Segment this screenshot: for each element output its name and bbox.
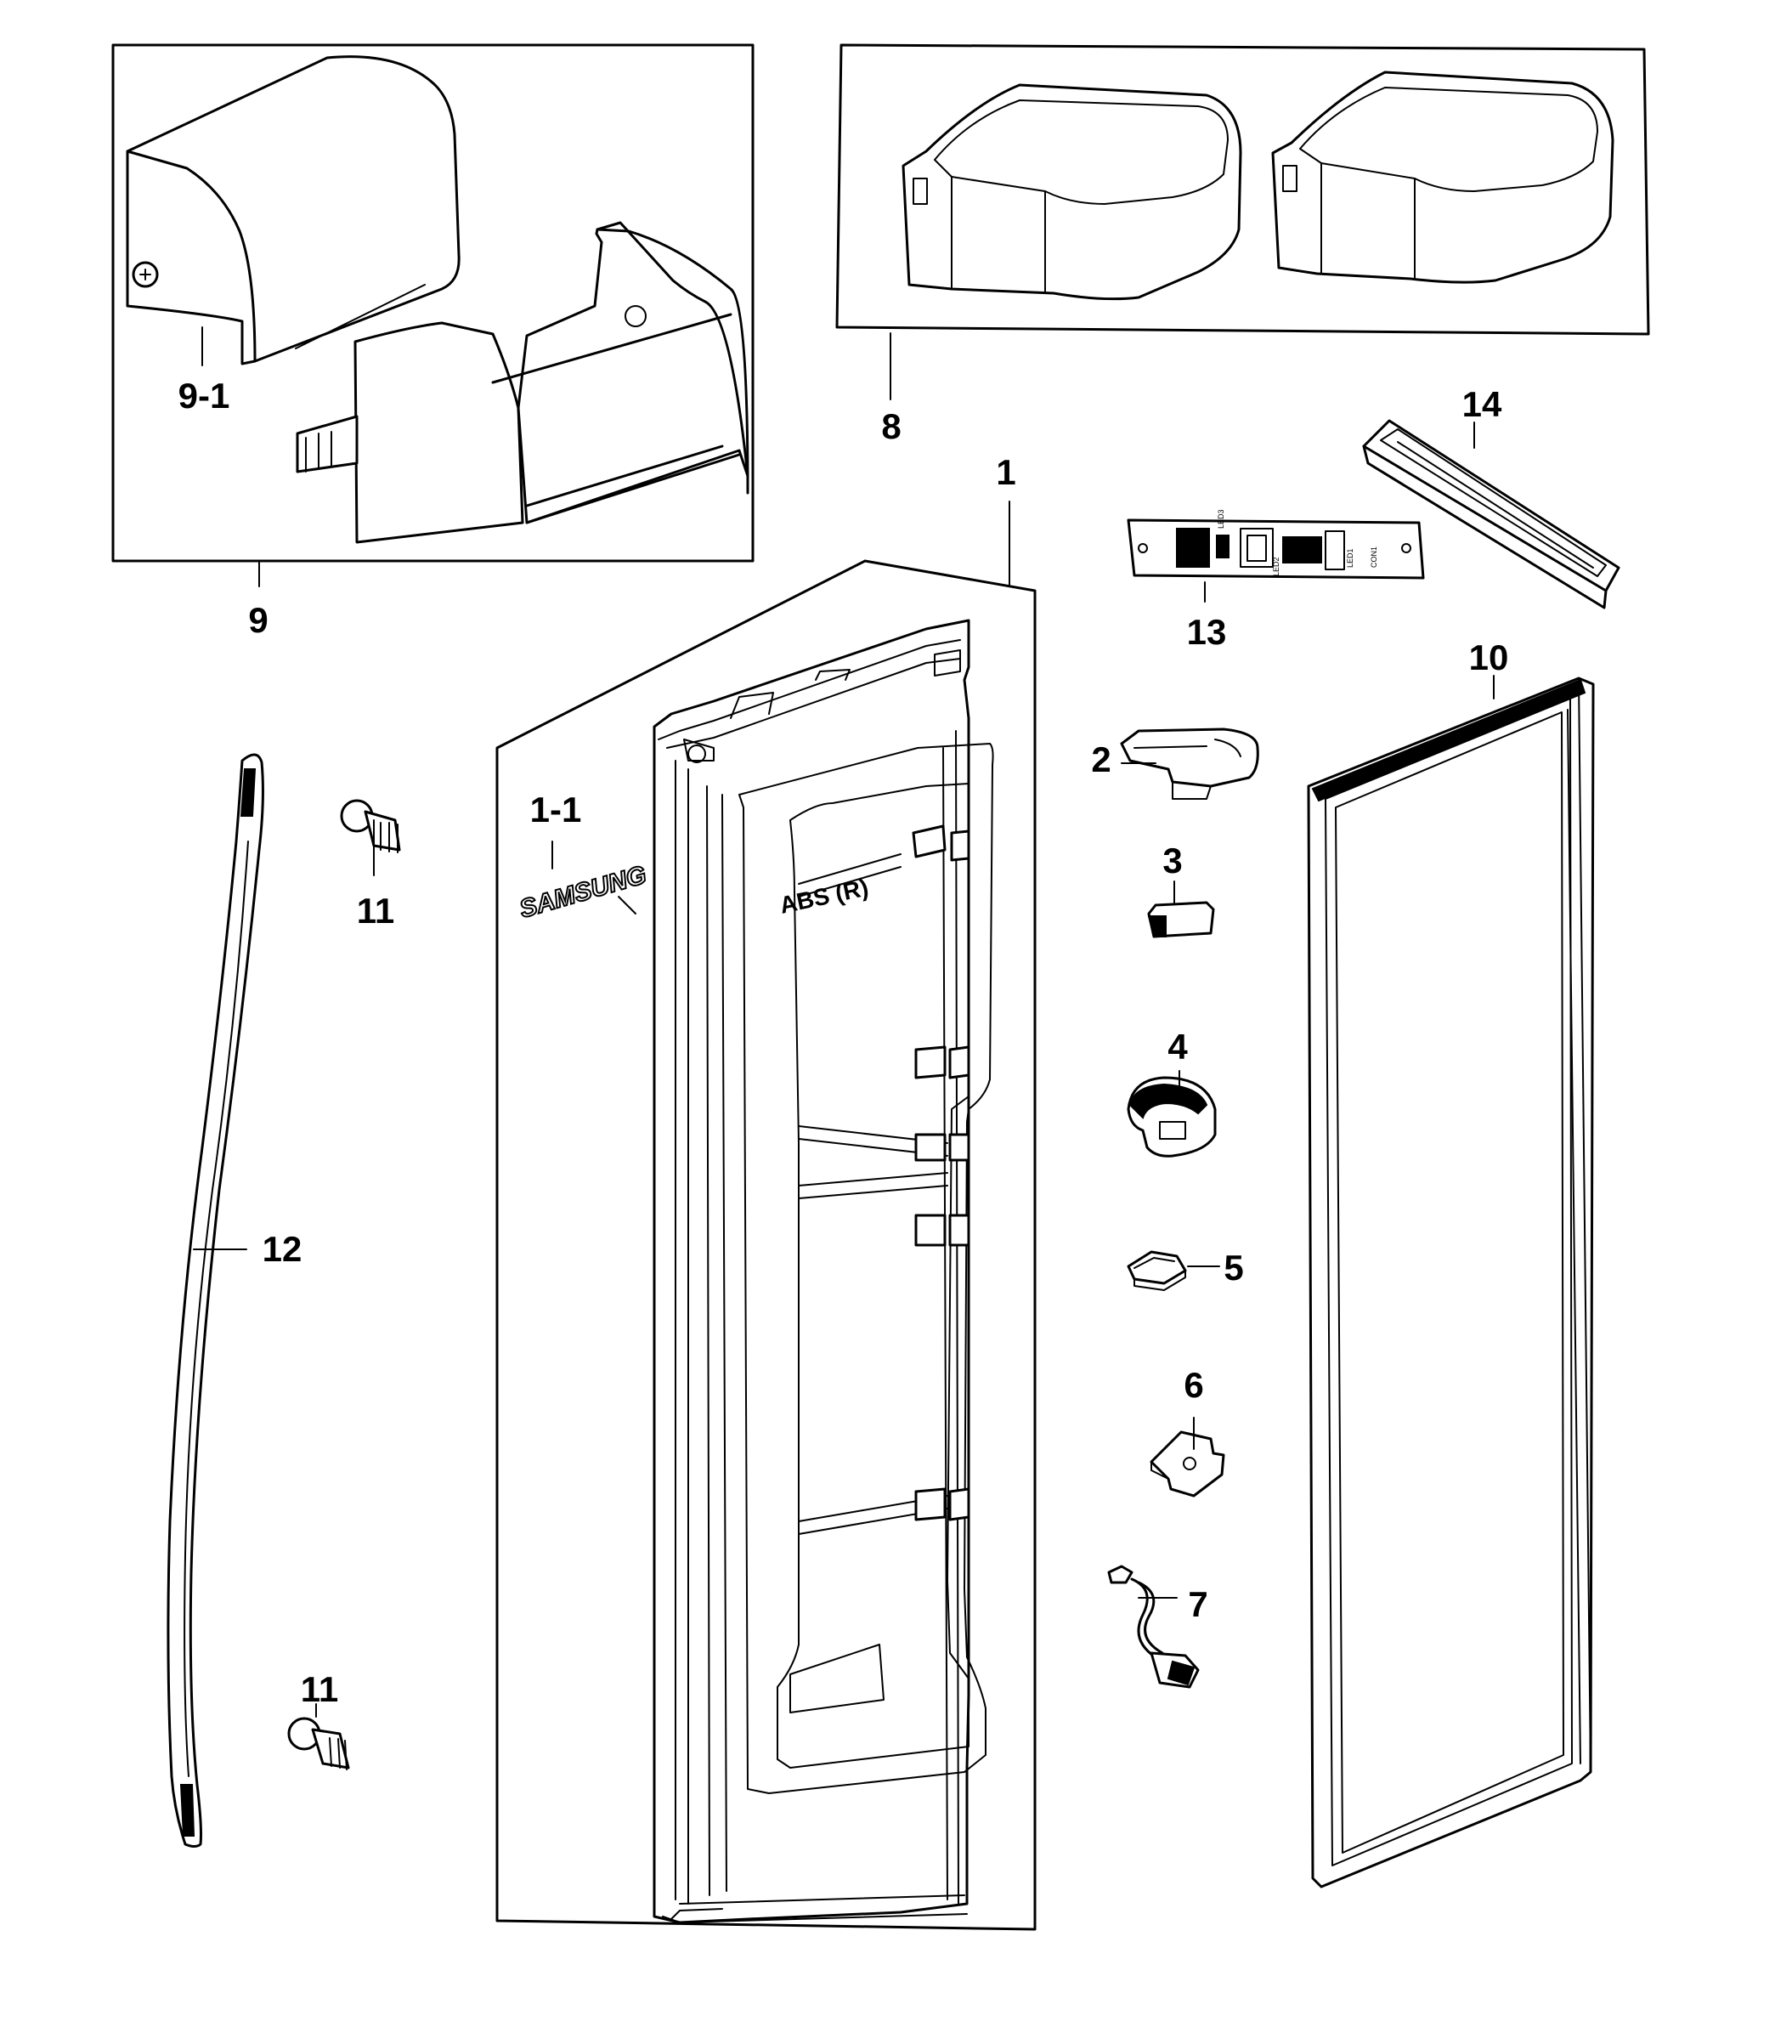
bin-assembly-box-9 bbox=[113, 45, 753, 561]
door-bin-left bbox=[903, 85, 1241, 299]
callout-7: 7 bbox=[1188, 1584, 1208, 1624]
callout-13: 13 bbox=[1186, 612, 1227, 652]
callout-6: 6 bbox=[1184, 1365, 1204, 1405]
callout-10: 10 bbox=[1468, 637, 1509, 677]
switch-part-3 bbox=[1149, 903, 1213, 937]
pcb-led3-mark: LED3 bbox=[1217, 509, 1225, 529]
led-pcb-part-13: LED3 LED2 LED1 CON1 bbox=[1128, 509, 1423, 578]
callout-5: 5 bbox=[1224, 1248, 1244, 1288]
callout-2: 2 bbox=[1091, 739, 1111, 779]
door-bin-right bbox=[1273, 72, 1613, 282]
door-bins-box-8 bbox=[837, 45, 1648, 334]
rail-part-14 bbox=[1364, 421, 1619, 608]
callout-3: 3 bbox=[1162, 841, 1183, 880]
screw-part-11-bottom bbox=[289, 1718, 348, 1769]
clamp-part-4 bbox=[1128, 1078, 1215, 1156]
bracket-part-6 bbox=[1151, 1432, 1224, 1496]
leader-lines bbox=[194, 327, 1494, 1717]
pad-part-5 bbox=[1128, 1252, 1185, 1290]
door-part-1: ABS (R) SAMSUNG bbox=[516, 620, 993, 1922]
pcb-con1-mark: CON1 bbox=[1370, 546, 1378, 568]
door-logo-part-1-1: SAMSUNG bbox=[517, 861, 649, 924]
pcb-led2-mark: LED2 bbox=[1272, 557, 1280, 576]
door-assembly-box-1 bbox=[497, 561, 1035, 1929]
bin-cover-part-9-1 bbox=[127, 57, 459, 364]
callout-12: 12 bbox=[262, 1229, 302, 1269]
wire-harness-part-7 bbox=[1109, 1566, 1198, 1687]
callout-4: 4 bbox=[1167, 1027, 1188, 1067]
callout-1-1: 1-1 bbox=[529, 790, 582, 829]
callout-8: 8 bbox=[881, 406, 902, 446]
callout-11-bottom: 11 bbox=[300, 1669, 339, 1709]
door-gasket-part-10 bbox=[1309, 678, 1593, 1887]
screw-part-11-top bbox=[342, 801, 399, 852]
callout-1: 1 bbox=[996, 452, 1016, 492]
callout-9: 9 bbox=[248, 600, 269, 640]
pcb-led1-mark: LED1 bbox=[1346, 548, 1354, 568]
door-handle-part-12 bbox=[168, 755, 263, 1847]
callout-11-top: 11 bbox=[356, 891, 395, 931]
callout-14: 14 bbox=[1461, 384, 1502, 424]
hinge-cover-part-2 bbox=[1122, 729, 1258, 799]
bin-body-part-9 bbox=[297, 223, 748, 542]
callout-9-1: 9-1 bbox=[178, 376, 230, 416]
